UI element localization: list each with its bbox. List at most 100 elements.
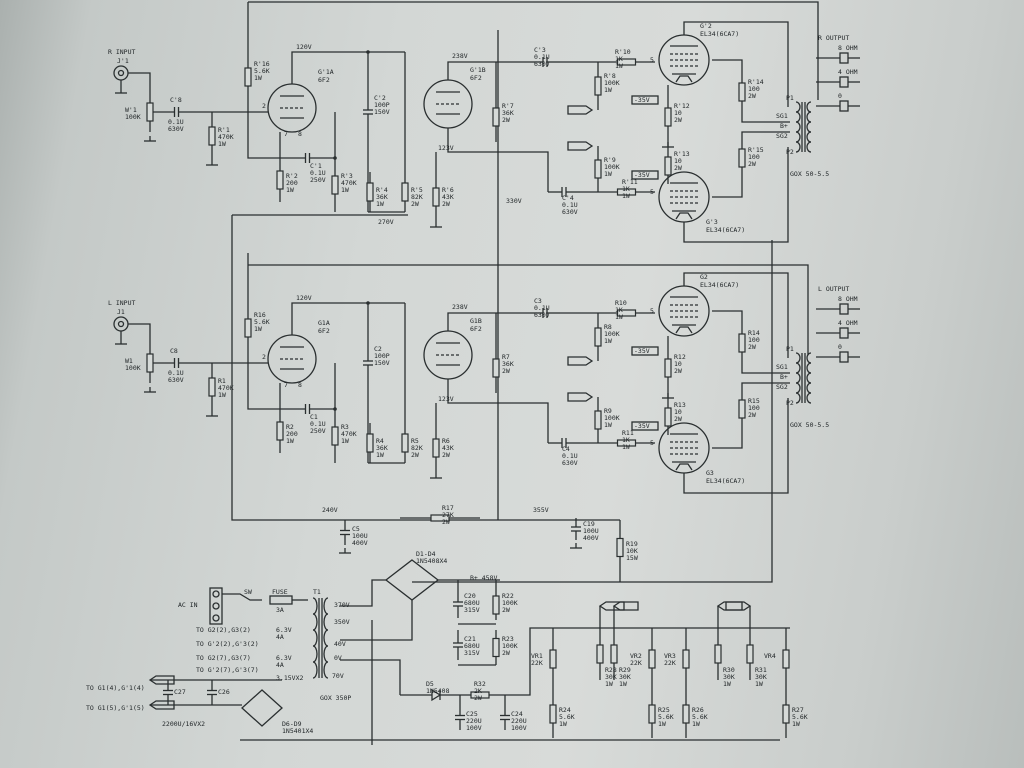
ac-pin-1 <box>212 602 220 610</box>
wire <box>128 323 151 343</box>
bias-output-tag-2 <box>612 601 639 611</box>
v3-type: EL34(6CA7) <box>706 477 745 485</box>
cathode-resistor-r13 <box>664 156 672 176</box>
bias-box-2 <box>631 170 659 180</box>
bias-label-1: -35V <box>634 347 650 355</box>
resistor-r4 <box>366 433 374 453</box>
v120-label: 120V <box>296 294 312 302</box>
v270-label: 270V <box>378 218 394 226</box>
cathode-resistor-r6 <box>432 438 440 458</box>
wire <box>340 659 401 695</box>
bias-resistor-2 <box>648 704 656 724</box>
output-transformer-coil-b-3 <box>806 131 812 143</box>
output-label: R OUTPUT <box>818 34 849 42</box>
tap-bplus: B+ <box>780 373 788 381</box>
resistor-r32 <box>470 691 490 699</box>
c27-label: C27 <box>174 688 186 696</box>
wire <box>683 398 789 494</box>
output-transformer-label: GOX 50-5.5 <box>790 421 829 429</box>
v355-label: 355V <box>533 506 549 514</box>
speaker-terminal-2 <box>839 100 849 112</box>
v240-label: 240V <box>322 506 338 514</box>
bplus-label: B+ 458V <box>470 574 497 582</box>
to-g1b-label: TO G1(5),G'1(5) <box>86 704 145 712</box>
tap-bplus: B+ <box>780 122 788 130</box>
bias-tag-2 <box>567 392 594 402</box>
wire <box>712 59 743 72</box>
power-transformer-coil-b-1 <box>323 613 329 631</box>
power-tube-v2-heater <box>675 326 693 334</box>
wire <box>231 215 620 521</box>
bias-pot-1 <box>549 649 557 669</box>
output-transformer-coil-b-4 <box>806 392 812 404</box>
output-transformer-coil-a-2 <box>795 121 801 133</box>
grid-resistor-r1 <box>208 377 216 397</box>
resistor-r5 <box>401 182 409 202</box>
grid-resistor-r1 <box>208 126 216 146</box>
bias-tag-1 <box>567 105 594 115</box>
input-jack-center <box>117 69 125 77</box>
v2-type: EL34(6CA7) <box>700 30 739 38</box>
c8-label: C8 <box>170 347 178 355</box>
speaker-terminal-1 <box>839 327 849 339</box>
fuse <box>269 595 293 605</box>
wire <box>248 264 809 355</box>
bridge-rectifier-d6-d9 <box>241 689 283 727</box>
v2-pin5: 5 <box>650 307 654 315</box>
power-tube-v3-heater <box>675 463 693 471</box>
screen-resistor-r14 <box>738 333 746 353</box>
output-transformer-coil-b-4 <box>806 141 812 153</box>
screen-resistor-r15 <box>738 148 746 168</box>
power-transformer-coil-a-4 <box>312 661 318 679</box>
output-transformer-coil-a-1 <box>795 111 801 123</box>
wire <box>247 102 280 159</box>
v330-label: 330V <box>506 197 522 205</box>
heater-tag-1 <box>148 675 175 685</box>
tap-label-1: 4 OHM <box>838 68 858 76</box>
wire <box>447 379 540 404</box>
bias-label-2: -35V <box>634 422 650 430</box>
v370-label: 370V <box>334 601 350 609</box>
junction-dot <box>333 407 337 411</box>
resistor-r7 <box>492 107 500 127</box>
v3-pin5: 5 <box>650 188 654 196</box>
v1a-pin8: 8 <box>298 381 302 389</box>
grid-resistor-r8 <box>594 76 602 96</box>
v1b-name: G'1B <box>470 66 486 74</box>
bias-series-resistor-3 <box>714 644 722 664</box>
power-tube-v2 <box>658 285 710 337</box>
tap-label-0: 8 OHM <box>838 295 858 303</box>
power-transformer-coil-b-2 <box>323 629 329 647</box>
wire <box>741 131 790 138</box>
plate-resistor-r16 <box>244 318 252 338</box>
wire <box>247 353 280 410</box>
speaker-terminal-0 <box>839 52 849 64</box>
v0-label: 0V <box>334 654 342 662</box>
bias-box-1 <box>631 95 659 105</box>
